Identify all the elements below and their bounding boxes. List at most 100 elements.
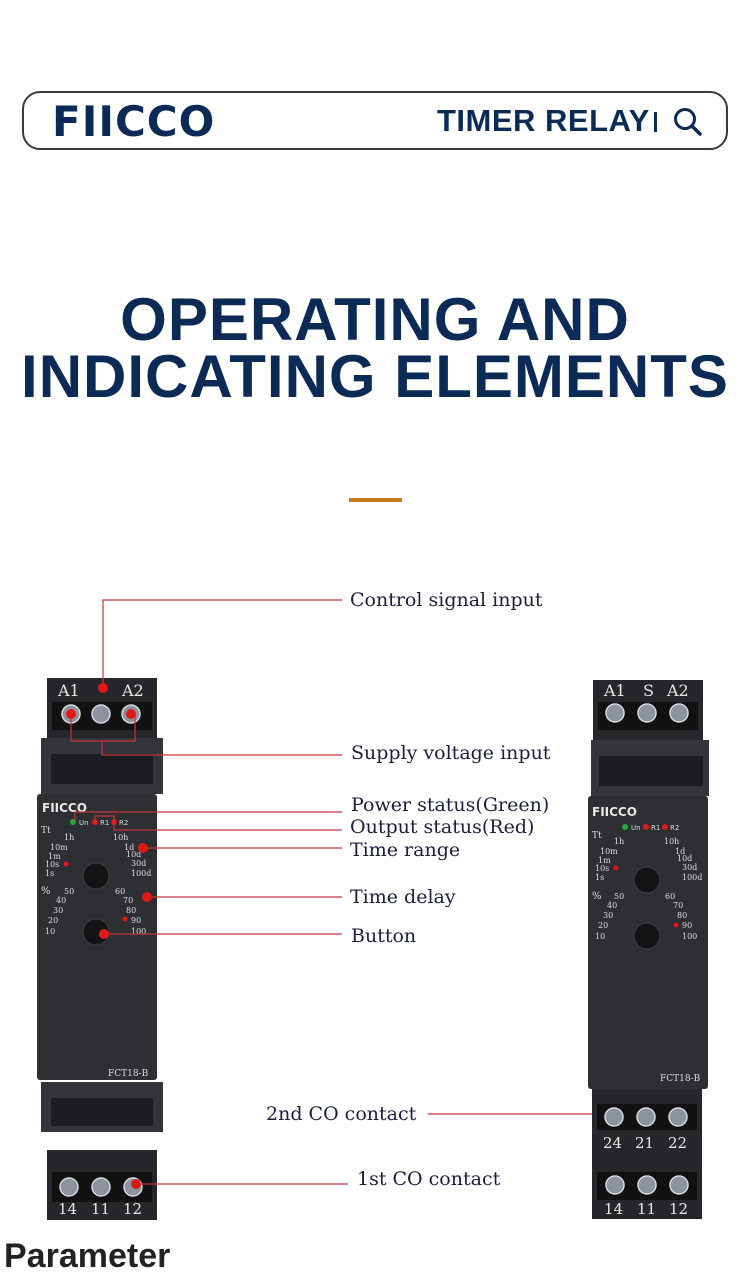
left-device-model: FCT18-B xyxy=(108,1069,149,1079)
right-terminal-label-24: 24 xyxy=(603,1134,622,1152)
line-control xyxy=(102,599,342,688)
right-range-10d: 10d xyxy=(677,854,692,863)
right-screw-21[interactable] xyxy=(636,1107,656,1127)
label-time-delay: Time delay xyxy=(350,886,456,908)
right-range-marker xyxy=(613,865,619,871)
right-device-model: FCT18-B xyxy=(660,1074,701,1084)
left-device: A1 A2 FIICCO Un R1 R2 Tt 1h 10m 1m 10s xyxy=(37,678,163,1220)
left-range-1s: 1s xyxy=(45,869,54,878)
left-screw-11[interactable] xyxy=(91,1177,111,1197)
left-terminal-label-a2: A2 xyxy=(121,681,144,700)
left-range-1m: 1m xyxy=(48,852,61,861)
right-screw-22[interactable] xyxy=(668,1107,688,1127)
search-icon[interactable] xyxy=(672,106,704,138)
left-terminal-label-a1: A1 xyxy=(57,681,80,700)
left-delay-10: 10 xyxy=(45,927,55,936)
right-device: A1 S A2 FIICCO Un R1 R2 Tt 1h 10m 1m 10s… xyxy=(588,680,709,1219)
right-delay-90: 90 xyxy=(682,921,692,930)
left-delay-marker xyxy=(122,916,128,922)
right-range-30d: 30d xyxy=(682,863,697,872)
right-screw-a1[interactable] xyxy=(605,703,625,723)
dot-co1 xyxy=(131,1179,141,1189)
label-1st-co-contact: 1st CO contact xyxy=(357,1168,501,1190)
right-terminal-label-a2: A2 xyxy=(666,681,689,700)
left-delay-70: 70 xyxy=(123,896,133,905)
right-upper-window xyxy=(599,756,703,786)
callout-lines xyxy=(70,599,598,1185)
right-terminal-label-11: 11 xyxy=(637,1200,656,1218)
left-range-100d: 100d xyxy=(131,869,151,878)
left-screw-mid[interactable] xyxy=(91,704,111,724)
left-range-1d: 1d xyxy=(124,843,134,852)
right-screw-a2[interactable] xyxy=(669,703,689,723)
right-delay-80: 80 xyxy=(677,911,687,920)
right-button[interactable] xyxy=(633,922,661,950)
label-2nd-co-contact: 2nd CO contact xyxy=(266,1103,417,1125)
left-range-10d: 10d xyxy=(126,850,141,859)
label-supply-voltage-input: Supply voltage input xyxy=(351,742,551,764)
right-screw-24[interactable] xyxy=(604,1107,624,1127)
right-screw-12[interactable] xyxy=(669,1175,689,1195)
dot-delay xyxy=(142,892,152,902)
right-range-1m: 1m xyxy=(598,856,611,865)
right-screw-s[interactable] xyxy=(637,703,657,723)
left-delay-80: 80 xyxy=(126,906,136,915)
line-power xyxy=(74,811,342,822)
right-range-1h: 1h xyxy=(614,837,624,846)
left-terminal-label-11: 11 xyxy=(91,1200,110,1218)
left-delay-60: 60 xyxy=(115,887,125,896)
header-divider xyxy=(654,112,657,132)
right-terminal-label-a1: A1 xyxy=(603,681,626,700)
left-led-label-un: Un xyxy=(79,819,89,827)
left-range-10s: 10s xyxy=(45,860,59,869)
right-led-label-r1: R1 xyxy=(651,824,660,832)
left-device-brand: FIICCO xyxy=(42,801,87,815)
right-time-range-knob[interactable] xyxy=(633,866,661,894)
left-delay-30: 30 xyxy=(53,906,63,915)
left-tt-label: Tt xyxy=(41,826,51,836)
line-output xyxy=(113,822,342,831)
dot-control xyxy=(98,683,108,693)
headline-line-1: OPERATING AND xyxy=(120,286,630,353)
right-range-1d: 1d xyxy=(675,847,685,856)
left-terminal-label-14: 14 xyxy=(58,1200,77,1218)
right-terminal-label-21: 21 xyxy=(635,1134,654,1152)
line-supply xyxy=(101,741,342,756)
right-delay-100: 100 xyxy=(682,932,697,941)
right-terminal-label-s: S xyxy=(643,681,654,700)
label-time-range: Time range xyxy=(350,839,461,861)
left-led-label-r1: R1 xyxy=(100,819,109,827)
left-time-range-knob[interactable] xyxy=(82,862,110,890)
right-delay-70: 70 xyxy=(673,901,683,910)
right-delay-50: 50 xyxy=(614,892,624,901)
left-terminal-label-12: 12 xyxy=(123,1200,142,1218)
left-delay-90: 90 xyxy=(131,916,141,925)
left-screw-14[interactable] xyxy=(59,1177,79,1197)
right-terminal-label-22: 22 xyxy=(668,1134,687,1152)
right-led-label-r2: R2 xyxy=(670,824,679,832)
right-range-100d: 100d xyxy=(682,873,702,882)
device-illustration: A1 A2 FIICCO Un R1 R2 Tt 1h 10m 1m 10s xyxy=(37,599,709,1220)
page-title: TIMER RELAY xyxy=(437,103,650,138)
left-lower-window xyxy=(51,1098,153,1126)
right-terminal-label-12: 12 xyxy=(669,1200,688,1218)
right-delay-40: 40 xyxy=(607,901,617,910)
label-power-status: Power status(Green) xyxy=(351,794,550,816)
right-range-10s: 10s xyxy=(595,864,609,873)
label-control-signal-input: Control signal input xyxy=(350,589,543,611)
dot-range xyxy=(138,843,148,853)
left-upper-window xyxy=(51,754,153,784)
left-delay-40: 40 xyxy=(56,896,66,905)
operating-elements-diagram: A1 A2 FIICCO Un R1 R2 Tt 1h 10m 1m 10s xyxy=(0,560,750,1253)
left-range-10h: 10h xyxy=(113,833,128,842)
brand-logo[interactable]: FIICCO xyxy=(52,97,216,146)
left-delay-100: 100 xyxy=(131,927,146,936)
right-delay-60: 60 xyxy=(665,892,675,901)
right-percent-label: % xyxy=(592,891,602,902)
right-screw-14[interactable] xyxy=(605,1175,625,1195)
left-led-label-r2: R2 xyxy=(119,819,128,827)
header-bar: FIICCO TIMER RELAY xyxy=(22,91,728,150)
left-delay-20: 20 xyxy=(48,916,58,925)
right-delay-20: 20 xyxy=(598,921,608,930)
right-screw-11[interactable] xyxy=(637,1175,657,1195)
